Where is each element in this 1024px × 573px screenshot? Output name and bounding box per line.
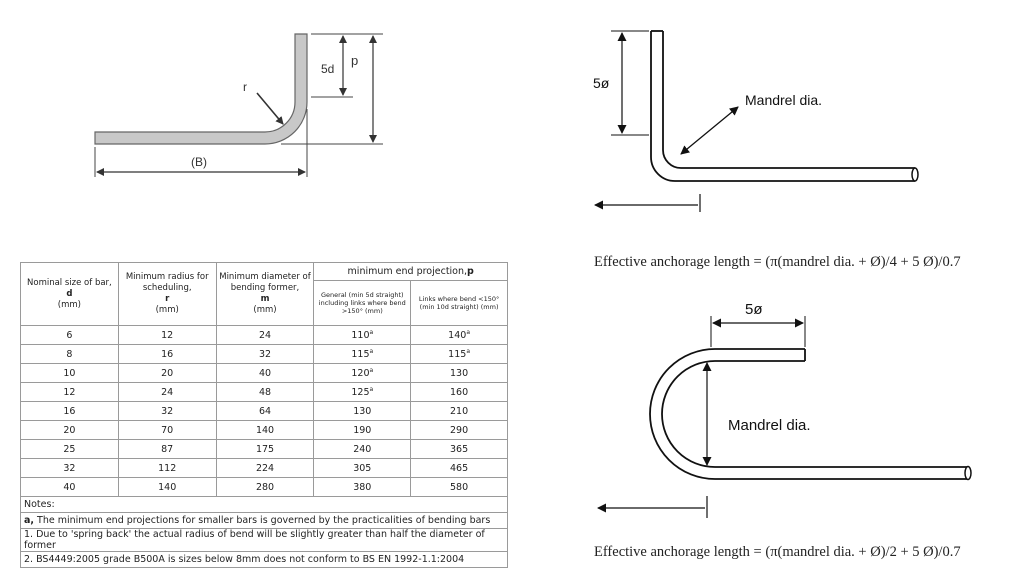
- cell-p-general: 120a: [313, 363, 412, 383]
- cell-m: 224: [215, 458, 315, 478]
- cell-p-links: 465: [410, 458, 508, 478]
- note-a: a, The minimum end projections for small…: [20, 512, 508, 529]
- cell-p-links: 290: [410, 420, 508, 440]
- cell-r: 87: [117, 439, 217, 459]
- cell-m: 64: [215, 401, 315, 421]
- cell-p-links: 365: [410, 439, 508, 459]
- cell-p-links: 140a: [410, 325, 508, 345]
- mandrel-label: Mandrel dia.: [728, 417, 811, 434]
- cell-m: 48: [215, 382, 315, 402]
- cell-p-general: 130: [313, 401, 412, 421]
- cell-r: 12: [117, 325, 217, 345]
- cell-d: 40: [20, 477, 119, 497]
- cell-m: 280: [215, 477, 315, 497]
- cell-r: 70: [117, 420, 217, 440]
- cell-p-general: 125a: [313, 382, 412, 402]
- cell-d: 10: [20, 363, 119, 383]
- header-nominal-size: Nominal size of bar,d(mm): [20, 262, 119, 326]
- cell-r: 24: [117, 382, 217, 402]
- cell-d: 16: [20, 401, 119, 421]
- cell-r: 20: [117, 363, 217, 383]
- 5d-label: 5d: [321, 62, 334, 76]
- cell-r: 32: [117, 401, 217, 421]
- hook-180-diagram: 5ø Mandrel dia.: [597, 301, 972, 518]
- header-end-projection: minimum end projection,p: [313, 262, 508, 281]
- bar-outline: [650, 31, 915, 182]
- bent-bar-diagram: r 5d p (B): [94, 33, 383, 177]
- cell-m: 32: [215, 344, 315, 364]
- note-2: 2. BS4449:2005 grade B500A is sizes belo…: [20, 551, 508, 568]
- cell-p-general: 240: [313, 439, 412, 459]
- 5o-label: 5ø: [593, 75, 610, 91]
- cell-m: 40: [215, 363, 315, 383]
- bar-bending-table: Nominal size of bar,d(mm) Minimum radius…: [20, 262, 508, 568]
- header-links: Links where bend <150° (min 10d straight…: [410, 280, 508, 326]
- cell-d: 12: [20, 382, 119, 402]
- cell-d: 32: [20, 458, 119, 478]
- cell-d: 6: [20, 325, 119, 345]
- cell-p-general: 380: [313, 477, 412, 497]
- formula-2: Effective anchorage length = (π(mandrel …: [594, 544, 961, 560]
- radius-label: r: [243, 80, 247, 94]
- cell-d: 20: [20, 420, 119, 440]
- cell-p-general: 190: [313, 420, 412, 440]
- cell-d: 8: [20, 344, 119, 364]
- note-1: 1. Due to 'spring back' the actual radiu…: [20, 528, 508, 552]
- radius-leader: [256, 92, 284, 125]
- cell-d: 25: [20, 439, 119, 459]
- cell-m: 175: [215, 439, 315, 459]
- b-label: (B): [191, 155, 207, 169]
- cell-p-general: 115a: [313, 344, 412, 364]
- header-min-diameter: Minimum diameter of bending former,m(mm): [215, 262, 315, 326]
- cell-p-links: 160: [410, 382, 508, 402]
- hook-outline: [649, 348, 968, 480]
- cell-p-general: 110a: [313, 325, 412, 345]
- bar-shape: [94, 33, 308, 145]
- header-general: General (min 5d straight) including link…: [313, 280, 412, 326]
- cell-p-links: 115a: [410, 344, 508, 364]
- header-min-radius: Minimum radius for scheduling,r(mm): [117, 262, 217, 326]
- cell-p-links: 130: [410, 363, 508, 383]
- cell-p-links: 210: [410, 401, 508, 421]
- cell-m: 24: [215, 325, 315, 345]
- cell-r: 16: [117, 344, 217, 364]
- cell-r: 112: [117, 458, 217, 478]
- mandrel-arrow: [680, 106, 739, 155]
- bend-90-diagram: 5ø Mandrel dia.: [593, 30, 919, 212]
- mandrel-label: Mandrel dia.: [745, 92, 822, 108]
- cell-r: 140: [117, 477, 217, 497]
- formula-1: Effective anchorage length = (π(mandrel …: [594, 254, 961, 270]
- cell-p-links: 580: [410, 477, 508, 497]
- p-label: p: [351, 53, 358, 68]
- 5o-label: 5ø: [745, 301, 763, 318]
- cell-m: 140: [215, 420, 315, 440]
- notes-title: Notes:: [20, 496, 508, 513]
- cell-p-general: 305: [313, 458, 412, 478]
